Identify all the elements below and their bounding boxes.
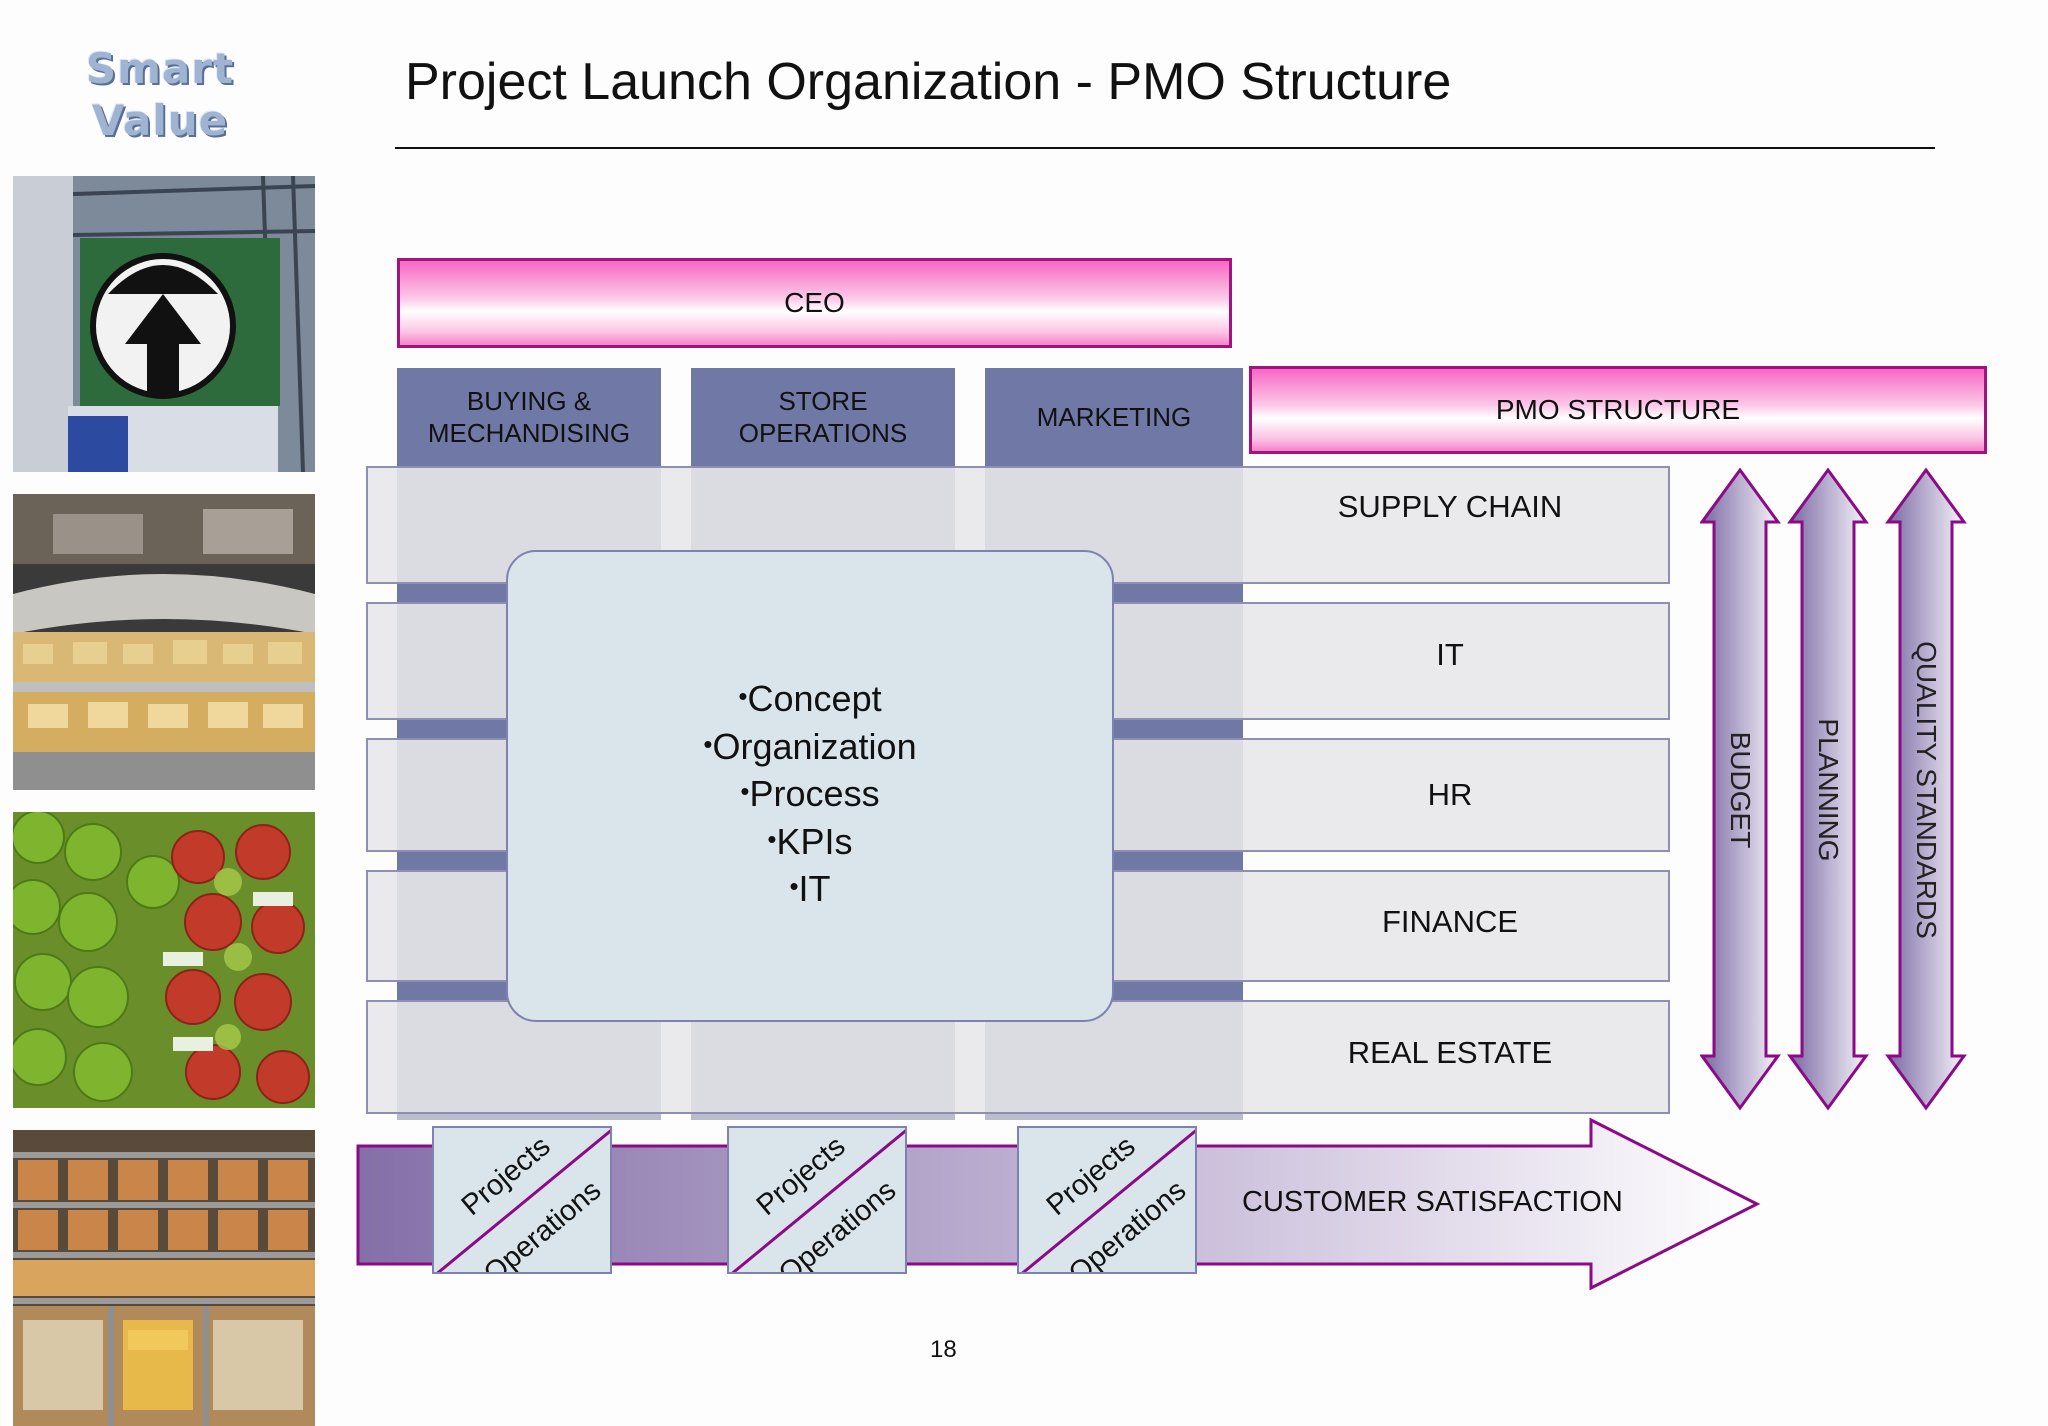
logo-line-value: Value bbox=[91, 96, 229, 145]
dept-label-marketing: MARKETING bbox=[1036, 402, 1192, 432]
pmo-label-finance: FINANCE bbox=[1381, 904, 1519, 939]
bullet-kpis: KPIs bbox=[506, 817, 1114, 865]
dept-header-store-ops: STORE OPERATIONS bbox=[691, 368, 955, 466]
vertical-arrows bbox=[1700, 467, 1967, 1111]
ceo-label: CEO bbox=[784, 287, 845, 318]
ceo-box: CEO bbox=[397, 258, 1232, 348]
page-number: 18 bbox=[930, 1336, 957, 1363]
quality-standards-arrow bbox=[1885, 467, 1967, 1111]
bullet-concept: Concept bbox=[506, 674, 1114, 722]
planning-arrow bbox=[1787, 467, 1869, 1111]
photo-deli-counter bbox=[13, 494, 315, 790]
bullet-it: IT bbox=[506, 864, 1114, 912]
dept-header-buying: BUYING & MECHANDISING bbox=[397, 368, 661, 466]
title-divider bbox=[395, 147, 1935, 149]
pmo-structure-label: PMO STRUCTURE bbox=[1495, 394, 1741, 425]
photo-apples bbox=[13, 812, 315, 1108]
tile-projects-operations-2: Projects Operations bbox=[727, 1126, 907, 1274]
pmo-label-real-estate: REAL ESTATE bbox=[1347, 1035, 1553, 1070]
tile-projects-operations-1: Projects Operations bbox=[432, 1126, 612, 1274]
dept-label-store-ops: STORE OPERATIONS bbox=[738, 386, 908, 448]
pmo-label-it: IT bbox=[1436, 637, 1464, 672]
planning-label: PLANNING bbox=[1813, 718, 1844, 862]
dept-header-marketing: MARKETING bbox=[985, 368, 1243, 466]
dept-label-buying: BUYING & MECHANDISING bbox=[427, 386, 631, 448]
center-bullet-list: Concept Organization Process KPIs IT bbox=[506, 674, 1114, 912]
tile-projects-operations-3: Projects Operations bbox=[1017, 1126, 1197, 1274]
customer-satisfaction-label: CUSTOMER SATISFACTION bbox=[1242, 1186, 1623, 1218]
pmo-structure-box: PMO STRUCTURE bbox=[1249, 366, 1987, 454]
photo-bakery-shelves bbox=[13, 1130, 315, 1426]
photo-directional-sign bbox=[13, 176, 315, 472]
pmo-label-hr: HR bbox=[1427, 777, 1473, 812]
quality-standards-label: QUALITY STANDARDS bbox=[1911, 641, 1942, 939]
pmo-label-supply-chain: SUPPLY CHAIN bbox=[1337, 489, 1563, 524]
logo-line-smart: Smart bbox=[85, 44, 235, 93]
bullet-organization: Organization bbox=[506, 722, 1114, 770]
bullet-process: Process bbox=[506, 769, 1114, 817]
budget-arrow bbox=[1700, 467, 1781, 1111]
budget-label: BUDGET bbox=[1725, 731, 1756, 849]
page-title: Project Launch Organization - PMO Struct… bbox=[405, 53, 1452, 111]
